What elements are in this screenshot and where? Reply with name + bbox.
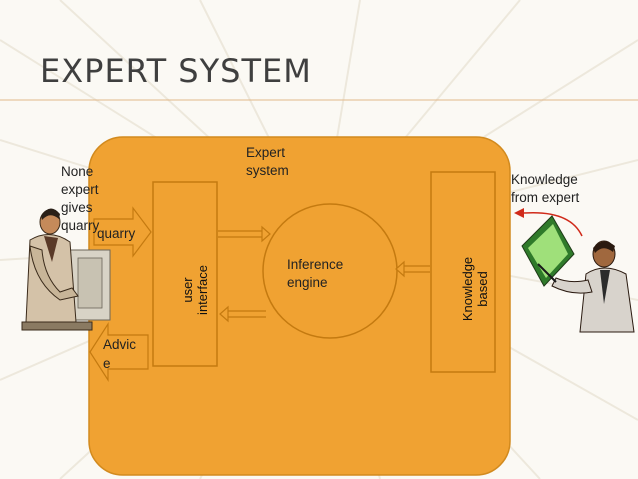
advice-arrow-label: Advic e	[103, 335, 136, 373]
knowledge-from-expert-label: Knowledge from expert	[511, 171, 579, 207]
quarry-arrow-label: quarry	[97, 225, 135, 243]
expert-person-icon	[522, 216, 634, 332]
knowledge-base-label: Knowledge based	[460, 244, 490, 334]
inference-engine-label: Inference engine	[287, 256, 343, 292]
user-interface-label: user interface	[180, 250, 210, 330]
non-expert-label: None expert gives quarry	[61, 163, 99, 235]
expert-system-label: Expert system	[246, 144, 289, 180]
